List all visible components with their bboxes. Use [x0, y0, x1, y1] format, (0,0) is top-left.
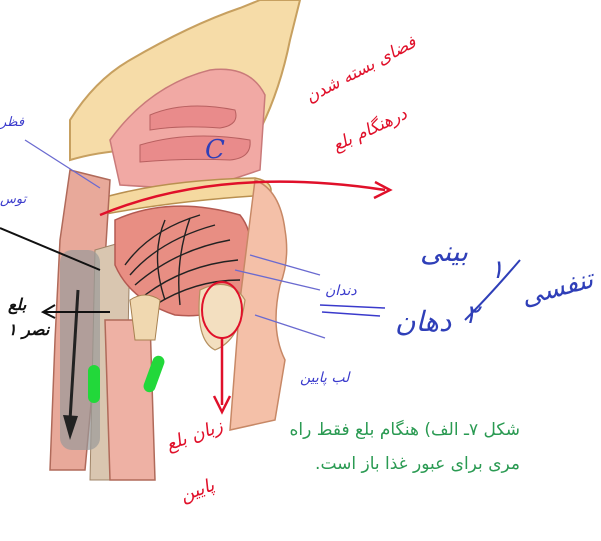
caption-line-1: شکل ۷ـ الف) هنگام بلع فقط راه: [290, 420, 521, 440]
epiglottis: [130, 295, 160, 340]
swallow-left: بلع: [8, 295, 26, 314]
airway-num-1: ۱: [490, 255, 504, 285]
underline-teeth: [320, 305, 385, 316]
caption-line-2: مری برای عبور غذا باز است.: [315, 454, 520, 474]
trachea: [105, 320, 155, 480]
teeth-label: دندان: [325, 283, 357, 299]
green-highlight-left: [88, 365, 100, 403]
airway-sub-nose: بینی: [420, 235, 468, 268]
left-note: فظر: [0, 115, 24, 130]
airway-sub-mouth: دهان: [395, 305, 451, 338]
lip-label: لب پایین: [300, 370, 349, 386]
letter-c: C: [205, 135, 225, 165]
airway-num-2: ۲: [465, 300, 479, 330]
swallow-left-2: ۱ نصر: [8, 320, 49, 339]
left-note-2: توس: [0, 192, 26, 207]
